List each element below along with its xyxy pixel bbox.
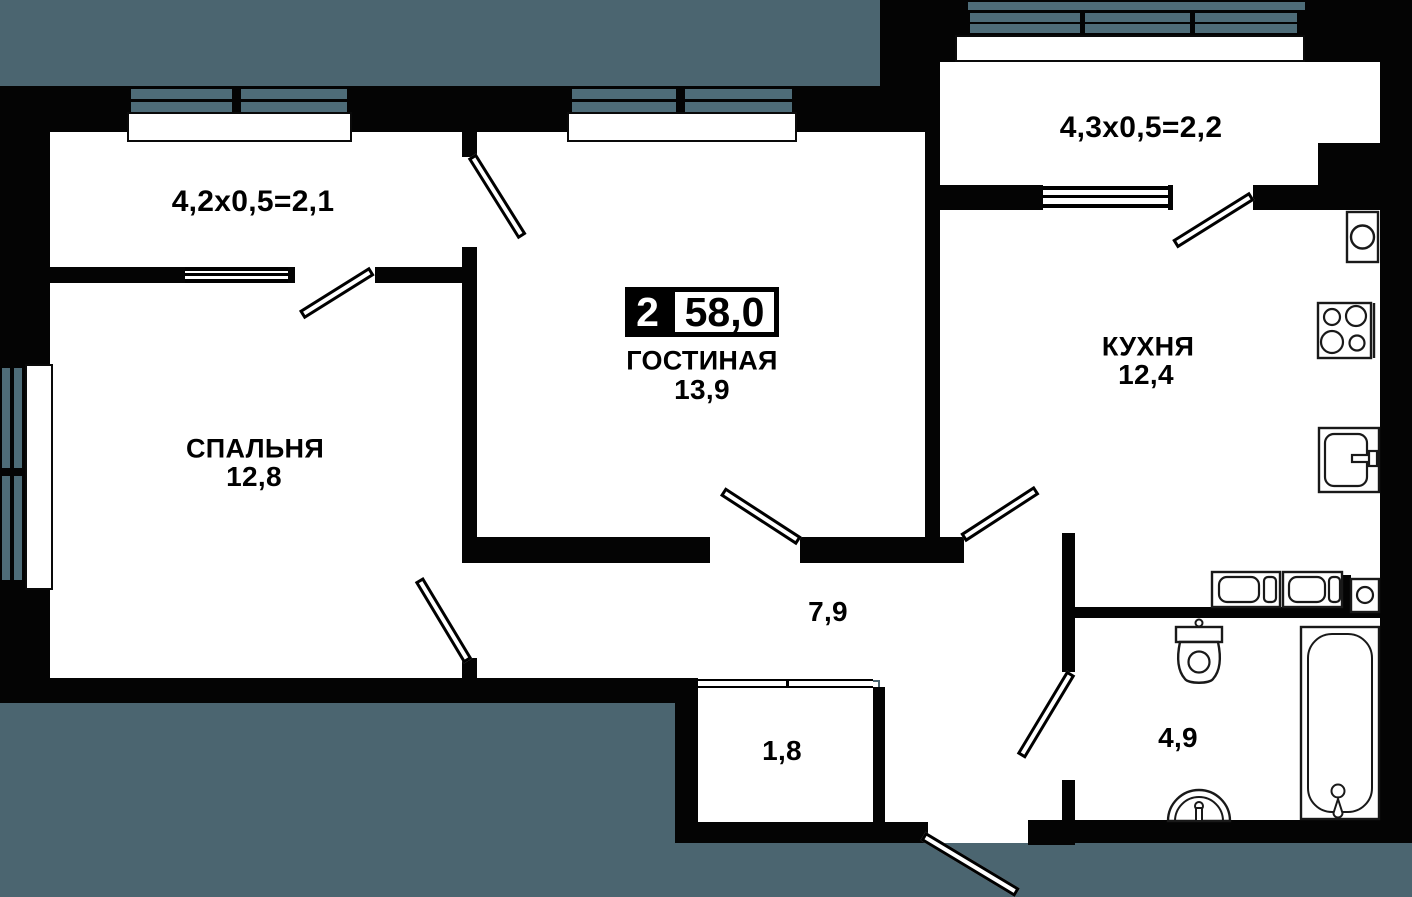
wall bbox=[880, 0, 940, 90]
wall bbox=[1062, 533, 1075, 672]
room-hallway bbox=[472, 558, 1067, 680]
hallway-area: 7,9 bbox=[808, 596, 848, 627]
dishwasher-icon bbox=[1210, 570, 1282, 609]
wall bbox=[925, 86, 940, 537]
room-vestibule bbox=[880, 670, 1067, 825]
apartment-badge: 2 58,0 bbox=[625, 287, 779, 337]
closet-area: 1,8 bbox=[762, 735, 802, 766]
wall bbox=[1168, 185, 1173, 210]
wall bbox=[1380, 37, 1412, 843]
window bbox=[1043, 186, 1168, 208]
wall bbox=[462, 132, 477, 157]
wall bbox=[800, 537, 964, 563]
wall bbox=[1062, 780, 1075, 822]
room-balcony-left bbox=[45, 128, 467, 271]
wall bbox=[462, 247, 477, 545]
wall bbox=[375, 267, 462, 283]
wall bbox=[940, 185, 1043, 210]
room-kitchen bbox=[935, 205, 1385, 540]
stove-icon bbox=[1316, 301, 1376, 360]
living-area: 13,9 bbox=[674, 374, 730, 405]
kitchen-label: КУХНЯ bbox=[1101, 331, 1195, 362]
entrance-opening bbox=[928, 818, 1028, 843]
wall bbox=[1253, 185, 1318, 210]
door-opening bbox=[460, 157, 480, 247]
living-label: ГОСТИНАЯ bbox=[626, 345, 778, 376]
balcony-rail bbox=[572, 88, 792, 112]
washer-icon bbox=[1281, 570, 1344, 609]
wall bbox=[873, 687, 885, 822]
wall bbox=[1075, 607, 1345, 618]
corner-sink-icon bbox=[1349, 577, 1381, 614]
balcony-right-formula: 4,3x0,5=2,2 bbox=[1059, 111, 1223, 144]
window-sill bbox=[567, 112, 797, 142]
wall bbox=[462, 537, 710, 563]
wall bbox=[1345, 612, 1380, 618]
wash-basin-icon bbox=[1166, 788, 1232, 823]
bedroom-area: 12,8 bbox=[226, 461, 282, 492]
total-area-badge: 58,0 bbox=[670, 287, 779, 337]
wall bbox=[675, 678, 698, 843]
wall bbox=[0, 267, 185, 283]
bedroom-label: СПАЛЬНЯ bbox=[185, 433, 325, 464]
wall bbox=[0, 678, 678, 703]
room-balcony-right bbox=[935, 58, 1323, 189]
window-sill bbox=[955, 35, 1305, 62]
washing-machine-icon bbox=[1345, 210, 1380, 264]
room-closet bbox=[693, 682, 878, 827]
wall bbox=[1028, 820, 1075, 845]
door-opening bbox=[1058, 672, 1078, 780]
wall bbox=[288, 267, 295, 283]
balcony-rail bbox=[968, 0, 1305, 35]
wall bbox=[462, 658, 477, 678]
kitchen-sink-icon bbox=[1317, 426, 1381, 494]
wall bbox=[1075, 820, 1412, 843]
door-opening bbox=[710, 535, 800, 563]
balcony-rail bbox=[131, 88, 347, 112]
wall bbox=[675, 822, 928, 843]
door-opening bbox=[964, 533, 1062, 563]
closet-sliding-door bbox=[698, 679, 873, 688]
window bbox=[185, 267, 288, 283]
balcony-left-formula: 4,2x0,5=2,1 bbox=[171, 185, 335, 218]
wall bbox=[1318, 143, 1380, 210]
window-sill bbox=[25, 364, 53, 590]
kitchen-area: 12,4 bbox=[1118, 359, 1174, 390]
room-count-badge: 2 bbox=[625, 287, 670, 337]
room-bedroom bbox=[45, 278, 467, 681]
bathroom-area: 4,9 bbox=[1158, 722, 1198, 753]
balcony-rail bbox=[2, 368, 23, 580]
wall bbox=[1341, 575, 1351, 618]
door-opening bbox=[460, 545, 480, 658]
toilet-icon bbox=[1174, 618, 1224, 684]
bathtub-icon bbox=[1299, 625, 1381, 821]
room-balcony-right bbox=[1315, 58, 1383, 148]
window-sill bbox=[127, 112, 352, 142]
wall bbox=[940, 37, 955, 62]
